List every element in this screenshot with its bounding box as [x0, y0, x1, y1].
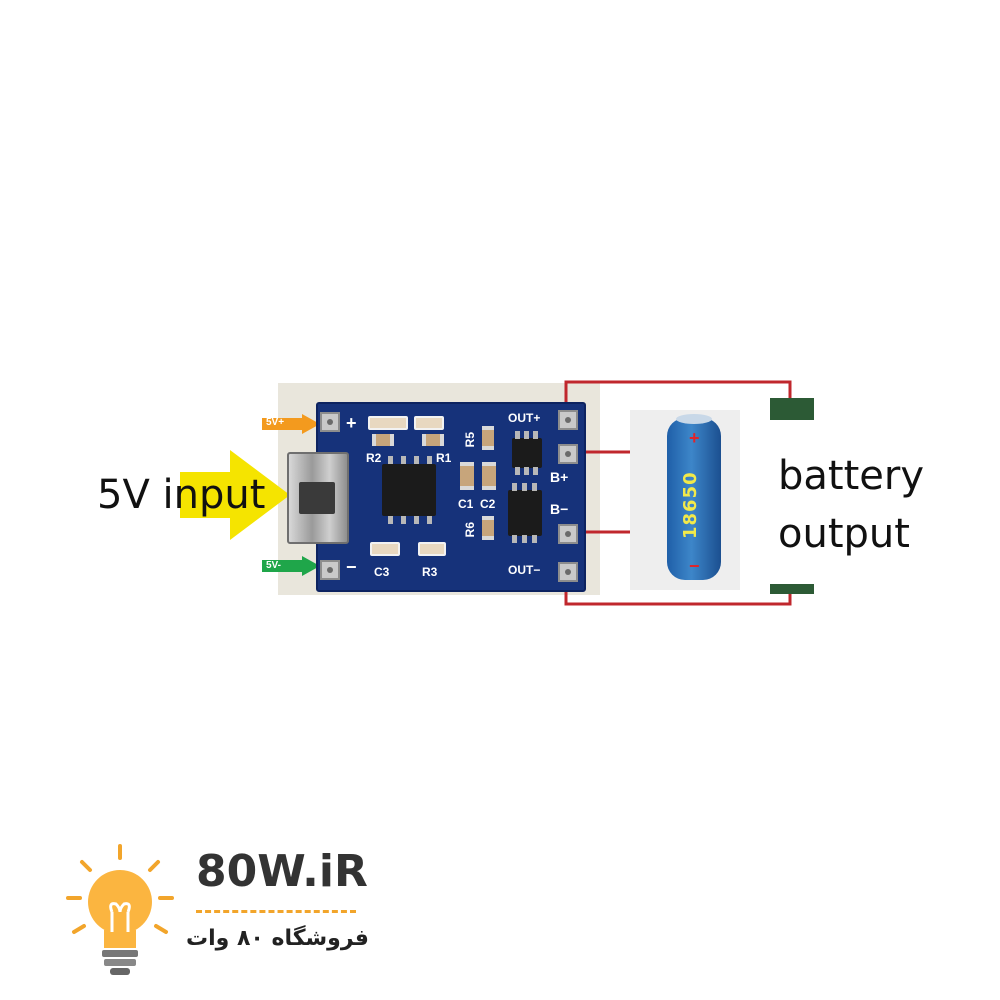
output-connector-top [770, 398, 814, 420]
battery-minus-sign: − [689, 556, 700, 576]
input-minus-silk: − [346, 557, 357, 577]
input-plus-silk: + [346, 413, 357, 433]
logo-divider [196, 910, 356, 913]
capacitor-c1 [460, 462, 474, 490]
b-minus-pad [558, 524, 578, 544]
charger-pcb: + − R2 R1 R5 C1 C2 R6 C3 R3 OUT+ OUT− B+… [316, 402, 586, 592]
minus-arrow-tag: 5V- [266, 560, 282, 571]
plus-arrow-tag: 5V+ [266, 417, 285, 428]
out-minus-pad [558, 562, 578, 582]
minus-arrow [262, 556, 320, 576]
resistor-r2-top [372, 434, 394, 446]
protection-ic [512, 431, 542, 475]
battery-label: 18650 [680, 471, 701, 539]
output-label-line1: battery [778, 453, 924, 499]
output-connector-bottom [770, 584, 814, 594]
b-plus-pad [558, 444, 578, 464]
silk-r5: R5 [463, 432, 477, 448]
out-plus-pad [558, 410, 578, 430]
led-red [368, 416, 408, 430]
silk-r3: R3 [422, 565, 438, 579]
silk-out-minus: OUT− [508, 563, 541, 577]
battery-plus-sign: + [689, 428, 700, 448]
resistor-r5 [482, 426, 494, 450]
output-label: battery output [778, 447, 924, 563]
input-plus-pad [320, 412, 340, 432]
input-arrow [180, 450, 290, 540]
logo-subtitle: فروشگاه ۸۰ وات [186, 926, 369, 951]
capacitor-c3 [370, 542, 400, 556]
lightbulb-icon [66, 844, 174, 975]
resistor-r3 [418, 542, 446, 556]
input-label: 5V input [97, 472, 266, 518]
silk-b-minus: B− [550, 501, 569, 517]
silk-r1: R1 [436, 451, 452, 465]
resistor-r6 [482, 516, 494, 540]
micro-usb-port [287, 452, 349, 544]
usb-slot [299, 482, 335, 514]
silk-b-plus: B+ [550, 469, 569, 485]
logo-title: 80W.iR [196, 846, 368, 897]
led-blue [414, 416, 444, 430]
plus-arrow [262, 414, 320, 434]
input-minus-pad [320, 560, 340, 580]
charger-ic [382, 456, 436, 524]
battery-cap [676, 414, 712, 424]
silk-r2: R2 [366, 451, 382, 465]
silk-out-plus: OUT+ [508, 411, 541, 425]
resistor-r1-top [422, 434, 444, 446]
mosfet-ic [508, 483, 542, 543]
silk-r6: R6 [463, 522, 477, 538]
silk-c2: C2 [480, 497, 496, 511]
wire-out-plus [564, 380, 792, 412]
capacitor-c2 [482, 462, 496, 490]
silk-c3: C3 [374, 565, 390, 579]
battery-18650 [667, 418, 721, 580]
silk-c1: C1 [458, 497, 474, 511]
output-label-line2: output [778, 511, 910, 557]
